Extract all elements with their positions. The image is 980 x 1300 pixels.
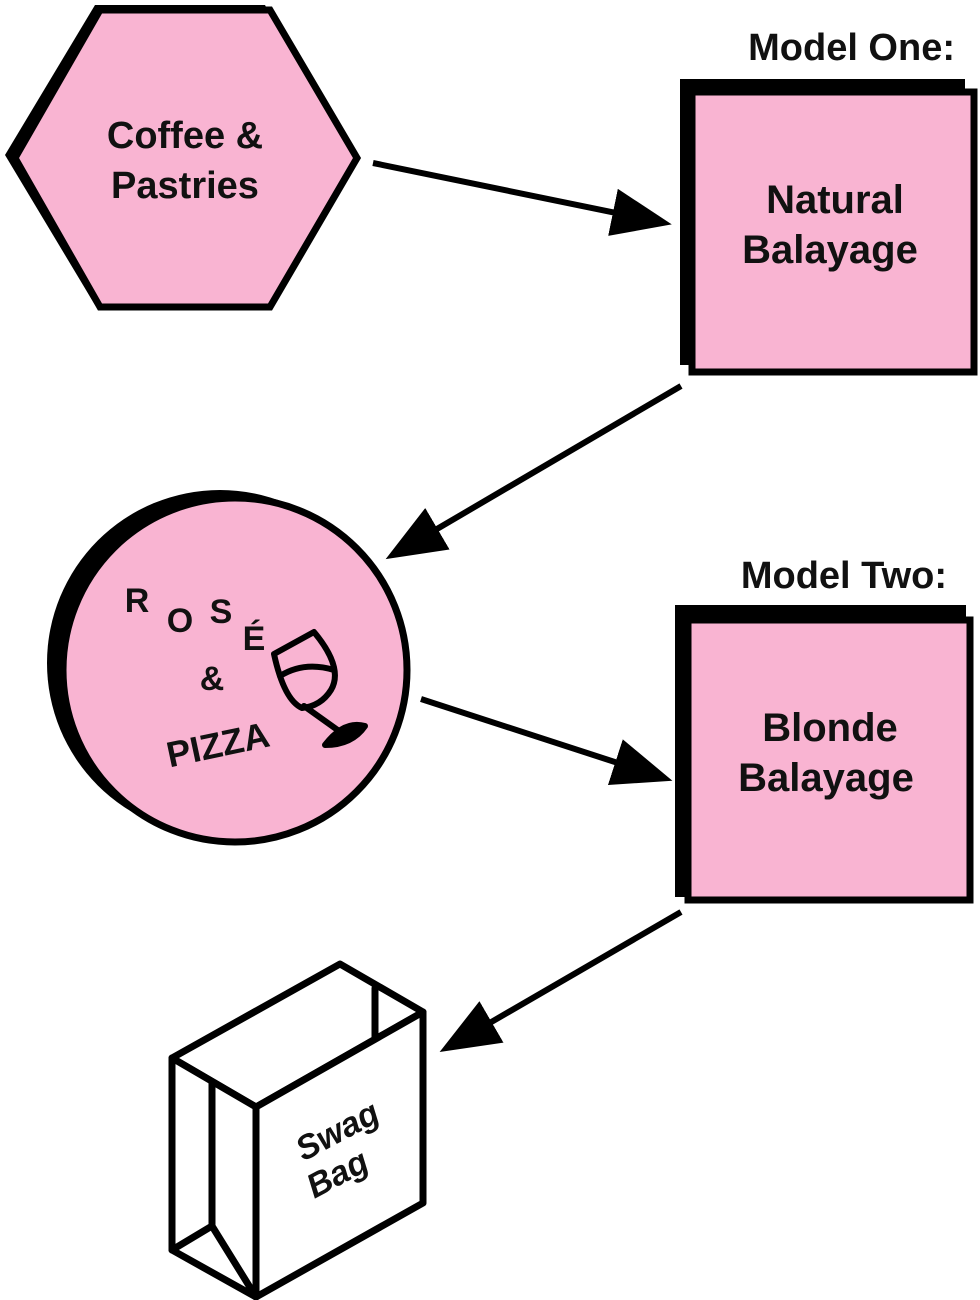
shopping-bag-icon: Swag Bag bbox=[168, 960, 427, 1300]
rose-letter-r: R bbox=[125, 582, 150, 620]
rose-ampersand: & bbox=[200, 660, 225, 698]
square-natural-balayage: Natural Balayage bbox=[680, 79, 978, 376]
rose-letter-s: S bbox=[210, 593, 233, 631]
hexagon-label-line2: Pastries bbox=[111, 165, 259, 207]
arrow-hexagon-to-model-one bbox=[372, 160, 672, 236]
natural-balayage-line2: Balayage bbox=[742, 228, 918, 272]
blonde-balayage-line2: Balayage bbox=[738, 756, 914, 800]
arrow-model-one-to-circle bbox=[385, 383, 683, 560]
wine-glass-icon bbox=[271, 629, 368, 748]
square-blonde-balayage: Blonde Balayage bbox=[675, 605, 974, 904]
rose-letter-e: É bbox=[243, 620, 266, 658]
arrow-circle-to-model-two bbox=[420, 696, 673, 785]
blonde-balayage-line1: Blonde bbox=[762, 706, 898, 750]
model-two-heading: Model Two: bbox=[741, 555, 947, 597]
circle-rose-pizza: R O S É & PIZZA bbox=[47, 490, 411, 846]
model-one-heading: Model One: bbox=[748, 27, 955, 69]
arrow-model-two-to-bag bbox=[439, 909, 683, 1053]
hexagon-label-line1: Coffee & bbox=[107, 115, 263, 157]
hexagon-coffee-pastries: Coffee & Pastries bbox=[5, 5, 362, 311]
rose-letter-o: O bbox=[167, 602, 193, 640]
natural-balayage-line1: Natural bbox=[766, 178, 904, 222]
